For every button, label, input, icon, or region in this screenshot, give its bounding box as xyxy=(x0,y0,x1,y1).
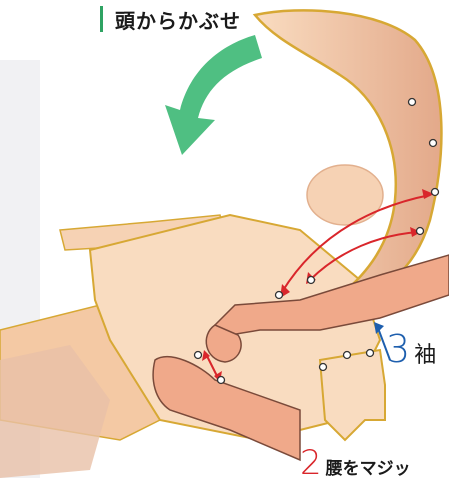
caption-bar xyxy=(100,6,103,32)
step-2-number: 2 xyxy=(300,446,322,480)
step-3-text: 袖 xyxy=(414,337,436,369)
green-curved-arrow-icon xyxy=(165,35,262,155)
patient-head xyxy=(307,165,383,225)
step-3-label: 3 袖 xyxy=(386,330,436,369)
step-2-label: 2 腰をマジッ xyxy=(300,446,411,480)
step-3-number: 3 xyxy=(386,330,410,368)
caption-text: 頭からかぶせ xyxy=(115,5,241,34)
garment-sleeve xyxy=(320,350,385,440)
caption: 頭からかぶせ xyxy=(100,4,241,34)
step-2-text: 腰をマジッ xyxy=(326,454,411,479)
